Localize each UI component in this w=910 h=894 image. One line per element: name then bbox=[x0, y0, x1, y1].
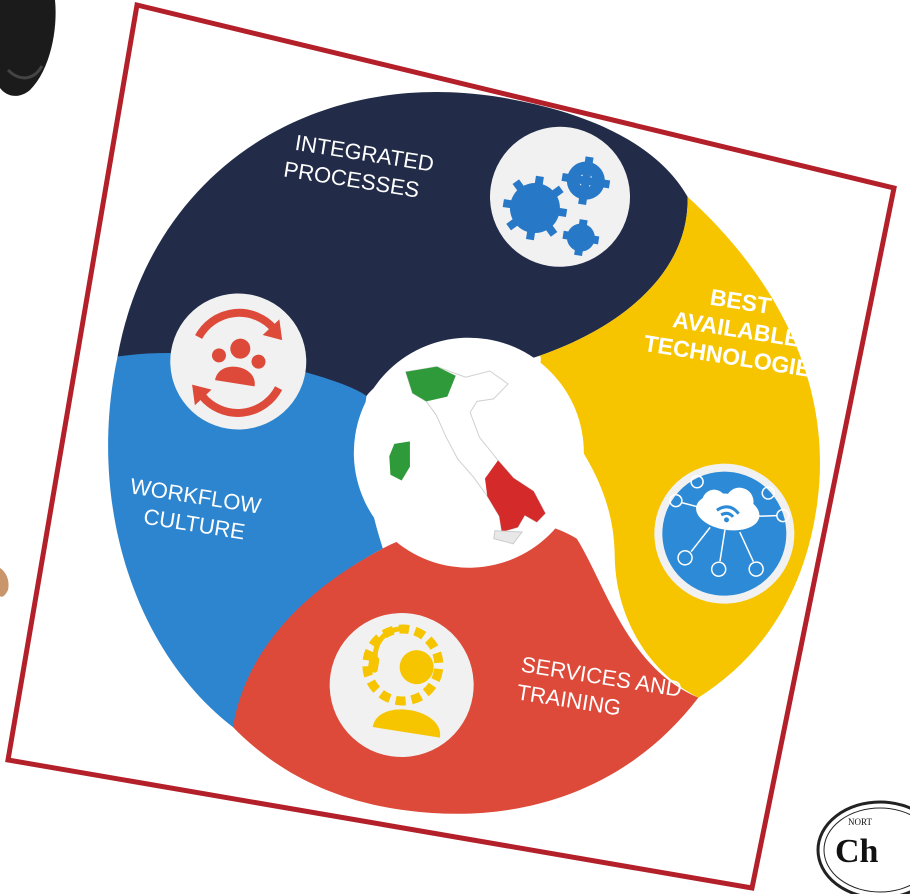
workflow-culture-segment bbox=[108, 353, 383, 728]
cloud-network-icon bbox=[654, 463, 795, 604]
shoe-fragment-image bbox=[0, 0, 56, 96]
corner-badge-logo: NORT Ch bbox=[816, 800, 910, 894]
support-gear-person-icon bbox=[329, 613, 474, 758]
gears-icon bbox=[489, 126, 630, 267]
badge-small-text: NORT bbox=[848, 817, 872, 827]
team-cycle-icon bbox=[170, 293, 307, 430]
badge-large-text: Ch bbox=[835, 833, 879, 870]
hand-fragment-image bbox=[0, 568, 9, 597]
italy-map-icon bbox=[389, 366, 546, 545]
